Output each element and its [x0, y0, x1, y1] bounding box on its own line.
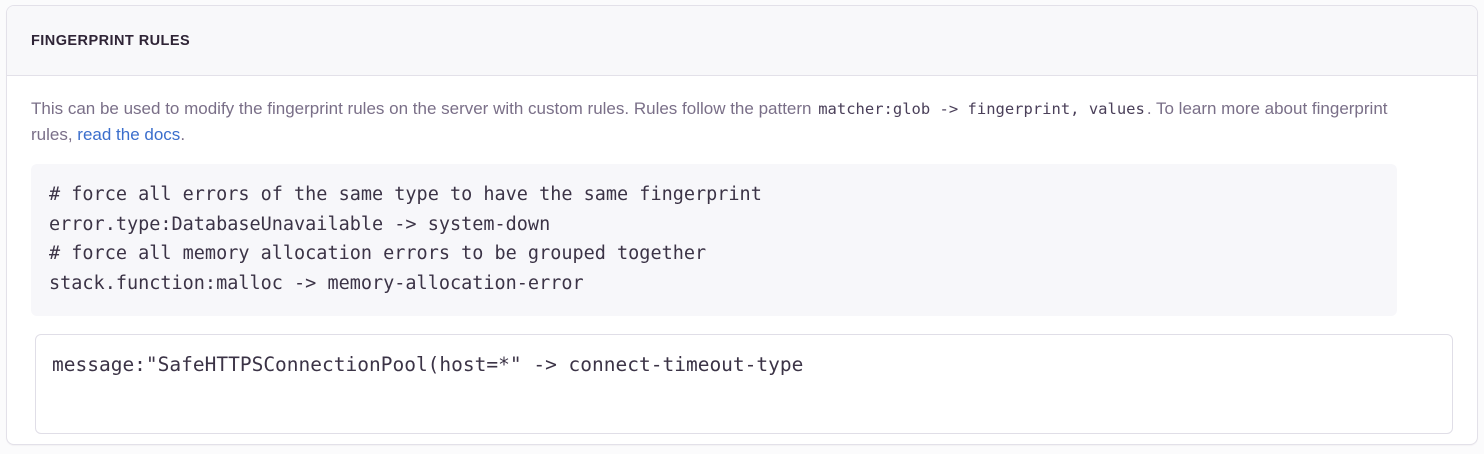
description-part-2: . To learn more about fingerprint rules, — [31, 99, 1388, 144]
inline-code-pattern: matcher:glob -> fingerprint, values — [818, 100, 1145, 118]
description-part-3: . — [180, 125, 186, 144]
read-the-docs-link[interactable]: read the docs — [77, 125, 181, 144]
panel-body: This can be used to modify the fingerpri… — [7, 76, 1477, 434]
fingerprint-rules-input[interactable] — [35, 334, 1453, 434]
panel-header: FINGERPRINT RULES — [7, 6, 1477, 76]
description-part-1: This can be used to modify the fingerpri… — [31, 99, 817, 118]
fingerprint-rules-panel: FINGERPRINT RULES This can be used to mo… — [6, 5, 1478, 445]
page-title: FINGERPRINT RULES — [31, 32, 191, 49]
example-rules-code-block: # force all errors of the same type to h… — [31, 164, 1397, 316]
description-text: This can be used to modify the fingerpri… — [31, 96, 1391, 148]
